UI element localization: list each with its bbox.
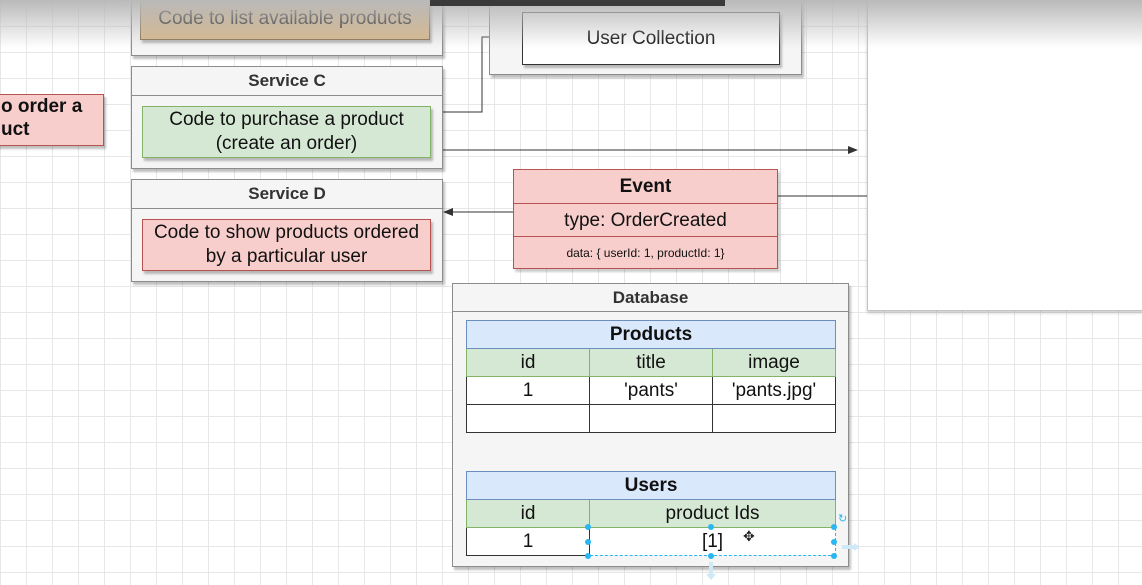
event-title: Event	[514, 170, 777, 204]
service-c-box[interactable]: Service C Code to purchase a product (cr…	[131, 66, 443, 169]
arrowhead-left	[443, 208, 453, 216]
selection-handle[interactable]	[708, 553, 714, 559]
list-products-label: Code to list available products	[158, 8, 412, 29]
products-cell-image[interactable]: 'pants.jpg'	[711, 376, 837, 405]
service-d-title: Service D	[132, 180, 442, 209]
fragment-line-2: uct	[1, 119, 30, 140]
users-table[interactable]: Users id product Ids 1 [1]	[465, 471, 837, 556]
products-cell-title[interactable]: 'pants'	[589, 376, 713, 405]
show-ordered-line-2: by a particular user	[205, 246, 368, 267]
table-row	[466, 404, 837, 433]
purchase-product-code[interactable]: Code to purchase a product (create an or…	[142, 106, 431, 158]
products-col-image: image	[711, 348, 837, 377]
right-panel[interactable]	[867, 0, 1142, 311]
selection-handle[interactable]	[831, 539, 837, 545]
products-table-title: Products	[465, 320, 837, 349]
selection-handle[interactable]	[585, 539, 591, 545]
database-title: Database	[453, 284, 848, 312]
event-data: data: { userId: 1, productId: 1}	[566, 246, 725, 260]
database-container-top[interactable]: User Collection	[489, 0, 802, 75]
list-products-code[interactable]: Code to list available products	[140, 0, 430, 40]
products-table[interactable]: Products id title image 1 'pants' 'pants…	[465, 320, 837, 433]
selection-handle[interactable]	[831, 553, 837, 559]
show-ordered-products-code[interactable]: Code to show products ordered by a parti…	[142, 219, 431, 271]
selection-handle[interactable]	[585, 524, 591, 530]
event-box[interactable]: Event type: OrderCreated data: { userId:…	[513, 169, 778, 269]
users-col-product-ids: product Ids	[588, 499, 837, 528]
products-cell-empty[interactable]	[711, 404, 837, 433]
table-row: 1 'pants' 'pants.jpg'	[466, 376, 837, 405]
user-collection-box[interactable]: User Collection	[522, 12, 780, 65]
service-c-title: Service C	[132, 67, 442, 96]
connect-arrow-right-icon[interactable]	[842, 538, 860, 551]
purchase-code-line-2: (create an order)	[215, 133, 358, 154]
database-box[interactable]: Database Products id title image 1 'pant…	[452, 283, 849, 567]
products-col-title: title	[589, 348, 713, 377]
users-col-id: id	[466, 499, 590, 528]
products-cell-empty[interactable]	[466, 404, 590, 433]
users-cell-product-ids[interactable]: [1]	[588, 527, 837, 556]
show-ordered-line-1: Code to show products ordered	[153, 222, 420, 243]
products-cell-id[interactable]: 1	[466, 376, 590, 405]
rotate-handle-icon[interactable]: ↻	[838, 513, 848, 525]
products-cell-empty[interactable]	[589, 404, 713, 433]
fragment-line-1: o order a	[1, 96, 83, 117]
event-type: type: OrderCreated	[514, 204, 777, 237]
products-col-id: id	[466, 348, 590, 377]
users-table-title: Users	[465, 471, 837, 500]
selection-handle[interactable]	[585, 553, 591, 559]
users-cell-id[interactable]: 1	[466, 527, 590, 556]
selection-handle[interactable]	[831, 524, 837, 530]
arrowhead-right	[848, 146, 858, 154]
purchase-flow-label-fragment[interactable]: o order a uct	[0, 94, 104, 146]
table-row: 1 [1]	[466, 527, 837, 556]
user-collection-label: User Collection	[586, 27, 716, 49]
service-d-box[interactable]: Service D Code to show products ordered …	[131, 179, 443, 282]
service-b-box[interactable]: Code to list available products	[131, 0, 443, 56]
selection-handle[interactable]	[708, 524, 714, 530]
connect-arrow-down-icon[interactable]	[706, 562, 716, 580]
purchase-code-line-1: Code to purchase a product	[169, 109, 404, 130]
toolbar-edge	[430, 0, 725, 6]
move-cursor-icon: ✥	[743, 528, 755, 544]
